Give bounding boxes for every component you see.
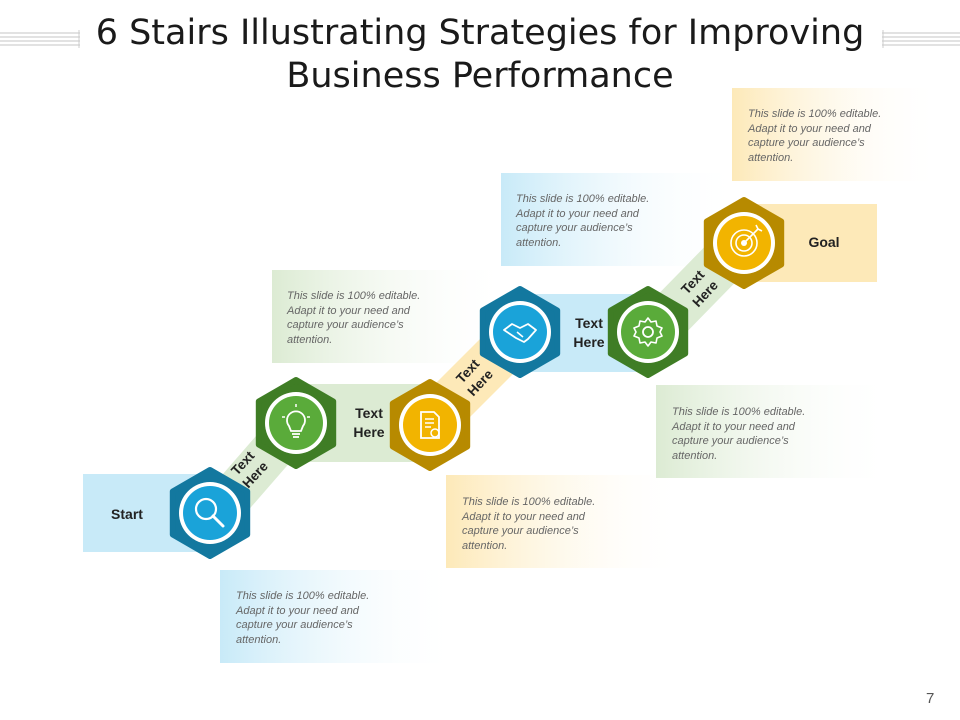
stage-circle xyxy=(269,396,323,450)
handshake-icon xyxy=(503,323,537,343)
page-number: 7 xyxy=(926,690,935,707)
stage-label-2: Text Here xyxy=(353,405,385,440)
magnifier-icon xyxy=(194,497,225,528)
text-box-2: This slide is 100% editable. Adapt it to… xyxy=(287,290,421,346)
stage-node-6 xyxy=(703,197,785,289)
stage-label-start: Start xyxy=(111,506,143,522)
stage-circle xyxy=(493,305,547,359)
title-decoration-left xyxy=(0,30,80,48)
gear-icon xyxy=(633,317,663,347)
text-box-bg-5 xyxy=(656,385,896,478)
text-box-4: This slide is 100% editable. Adapt it to… xyxy=(516,193,650,249)
stage-label-goal: Goal xyxy=(808,234,840,250)
text-box-bg-3 xyxy=(446,475,686,568)
stage-circle xyxy=(621,305,675,359)
stage-node-2 xyxy=(255,377,337,469)
stage-node-1 xyxy=(169,467,251,559)
stage-node-5 xyxy=(607,286,689,378)
stage-circle xyxy=(183,486,237,540)
title-decoration-right xyxy=(882,30,960,48)
title-line-2: Business Performance xyxy=(286,56,674,96)
stage-circle xyxy=(403,398,457,452)
lightbulb-icon xyxy=(282,404,310,438)
text-box-bg-1 xyxy=(220,570,460,663)
text-box-6: This slide is 100% editable. Adapt it to… xyxy=(748,108,882,164)
stage-label-4: Text Here xyxy=(573,315,605,350)
text-box-5: This slide is 100% editable. Adapt it to… xyxy=(672,406,806,462)
stage-node-4 xyxy=(479,286,561,378)
stage-node-3 xyxy=(389,379,471,471)
text-box-3: This slide is 100% editable. Adapt it to… xyxy=(462,496,596,552)
text-box-bg-6 xyxy=(732,88,942,181)
slide-title: 6 Stairs Illustrating Strategies for Imp… xyxy=(90,12,870,98)
text-box-1: This slide is 100% editable. Adapt it to… xyxy=(236,590,370,646)
target-icon xyxy=(730,224,763,257)
title-line-1: 6 Stairs Illustrating Strategies for Imp… xyxy=(95,13,865,53)
document-icon xyxy=(420,411,440,439)
